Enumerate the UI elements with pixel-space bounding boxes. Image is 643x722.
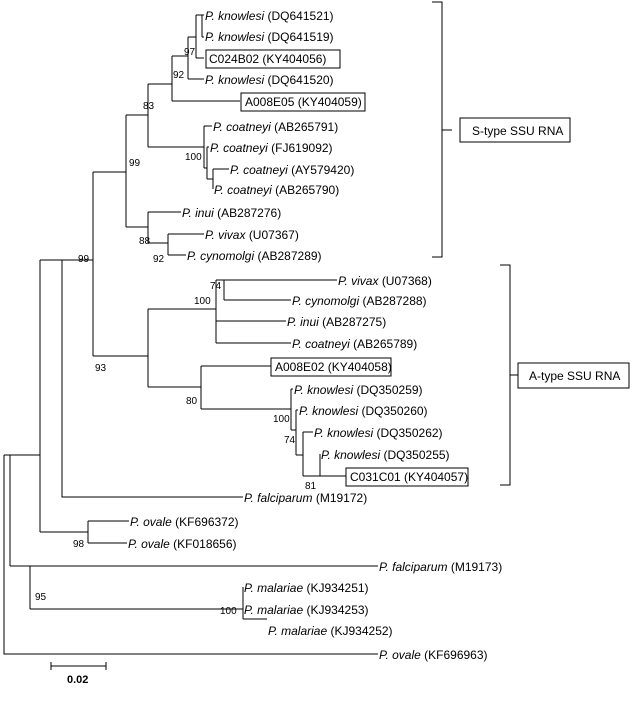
bootstrap-93: 93 bbox=[95, 363, 107, 374]
group-a-type: A-type SSU RNA bbox=[500, 264, 630, 486]
leaf-in1: P. inui (AB287276) bbox=[182, 206, 281, 220]
leaf-kn5: P. knowlesi (DQ350260) bbox=[299, 404, 428, 418]
bootstrap-100: 100 bbox=[185, 152, 202, 163]
leaf-vi1: P. vivax (U07367) bbox=[205, 228, 299, 242]
leaf-ma3: P. malariae (KJ934252) bbox=[268, 624, 393, 638]
bootstrap-80: 80 bbox=[186, 396, 198, 407]
scale-bar-line bbox=[50, 662, 107, 670]
leaf-co2: P. coatneyi (FJ619092) bbox=[210, 141, 333, 155]
label-box-s-type bbox=[459, 117, 571, 143]
bootstrap-74: 74 bbox=[210, 281, 222, 292]
leaf-fa1: P. falciparum (M19172) bbox=[244, 491, 367, 505]
box-a008e02 bbox=[270, 357, 392, 377]
branch-kn-pair bbox=[201, 14, 204, 38]
leaf-ma2: P. malariae (KJ934253) bbox=[244, 603, 369, 617]
leaf-co3: P. coatneyi (AY579420) bbox=[230, 163, 354, 177]
branch-node-98 bbox=[87, 520, 129, 544]
bracket-a-type bbox=[500, 264, 518, 486]
bootstrap-97: 97 bbox=[184, 47, 196, 58]
branch-node-a bbox=[4, 454, 40, 566]
branch-node-83 bbox=[147, 83, 204, 148]
bootstrap-83: 83 bbox=[143, 101, 155, 112]
leaf-c024b02: C024B02 (KY404056) bbox=[209, 52, 326, 66]
branch-node-100c bbox=[290, 388, 296, 431]
bootstrap-95: 95 bbox=[35, 592, 47, 603]
group-s-type: S-type SSU RNA bbox=[432, 1, 571, 258]
bootstrap-99: 99 bbox=[78, 254, 90, 265]
leaf-ov2: P. ovale (KF018656) bbox=[128, 537, 237, 551]
bootstrap-88: 88 bbox=[139, 236, 151, 247]
bootstrap-100: 100 bbox=[220, 606, 237, 617]
bootstrap-74: 74 bbox=[284, 435, 296, 446]
leaf-ov1: P. ovale (KF696372) bbox=[130, 515, 239, 529]
branch-c031 bbox=[319, 454, 346, 477]
leaf-kn3: P. knowlesi (DQ641520) bbox=[205, 73, 334, 87]
leaf-in2: P. inui (AB287275) bbox=[287, 315, 386, 329]
label-a-type: A-type SSU RNA bbox=[529, 369, 620, 383]
box-c024b02 bbox=[205, 49, 341, 69]
label-box-a-type bbox=[517, 362, 630, 389]
leaf-kn1: P. knowlesi (DQ641521) bbox=[205, 9, 334, 23]
leaf-a008e05: A008E05 (KY404059) bbox=[245, 95, 362, 109]
branch-node-100b bbox=[215, 297, 291, 344]
branch-node-b bbox=[39, 259, 88, 533]
branch-vivax-cyno bbox=[223, 279, 337, 301]
leaf-fa2: P. falciparum (M19173) bbox=[379, 560, 502, 574]
leaf-kn4: P. knowlesi (DQ350259) bbox=[294, 383, 423, 397]
scale-bar-label: 0.02 bbox=[67, 674, 88, 686]
branch-node-92b bbox=[167, 233, 204, 256]
leaf-ov3: P. ovale (KF696963) bbox=[379, 648, 488, 662]
leaf-co5: P. coatneyi (AB265789) bbox=[292, 337, 417, 351]
leaf-co1: P. coatneyi (AB265791) bbox=[213, 120, 338, 134]
branch-node-93 bbox=[147, 308, 216, 388]
scale-bar: 0.02 bbox=[50, 662, 107, 686]
bootstrap-100: 100 bbox=[273, 414, 290, 425]
branch-node-c bbox=[61, 259, 243, 498]
label-s-type: S-type SSU RNA bbox=[472, 124, 563, 138]
leaf-cy1: P. cynomolgi (AB287289) bbox=[187, 249, 322, 263]
leaf-vi2: P. vivax (U07368) bbox=[338, 274, 432, 288]
bootstrap-81: 81 bbox=[305, 481, 317, 492]
leaf-a008e02: A008E02 (KY404058) bbox=[275, 360, 392, 374]
bootstrap-92: 92 bbox=[173, 70, 185, 81]
branch-root bbox=[3, 455, 378, 655]
bootstrap-98: 98 bbox=[73, 539, 85, 550]
bootstrap-99: 99 bbox=[129, 158, 141, 169]
branch-node-d bbox=[92, 171, 148, 357]
branch-node-88 bbox=[147, 211, 181, 244]
tree-branches bbox=[3, 14, 378, 655]
branch-node-97 bbox=[187, 36, 204, 80]
bootstrap-values: 97 92 83 100 99 88 92 99 74 100 93 80 10… bbox=[35, 47, 317, 617]
leaf-kn2: P. knowlesi (DQ641519) bbox=[205, 30, 334, 44]
isolate-boxes bbox=[205, 49, 469, 487]
branch-node-92 bbox=[171, 55, 240, 102]
box-a008e05 bbox=[240, 92, 366, 112]
leaf-cy2: P. cynomolgi (AB287288) bbox=[292, 294, 427, 308]
leaf-ma1: P. malariae (KJ934251) bbox=[244, 581, 369, 595]
box-c031c01 bbox=[345, 467, 469, 487]
branch-c024 bbox=[195, 14, 204, 59]
branch-coatneyi bbox=[206, 146, 213, 180]
leaf-co4: P. coatneyi (AB265790) bbox=[214, 183, 339, 197]
branch-coatneyi-pair bbox=[212, 168, 229, 189]
leaf-kn6: P. knowlesi (DQ350262) bbox=[314, 426, 443, 440]
leaf-labels: P. knowlesi (DQ641521) P. knowlesi (DQ64… bbox=[128, 9, 502, 662]
branch-malariae bbox=[242, 587, 267, 620]
bootstrap-92: 92 bbox=[153, 254, 165, 265]
leaf-c031c01: C031C01 (KY404057) bbox=[350, 470, 468, 484]
branch-node-80 bbox=[200, 365, 291, 410]
branch-node-74a bbox=[215, 279, 286, 322]
branch-node-95 bbox=[10, 565, 31, 609]
branch-node-81 bbox=[302, 431, 320, 477]
leaf-kn7: P. knowlesi (DQ350255) bbox=[321, 448, 450, 462]
bracket-s-type bbox=[432, 1, 452, 258]
bootstrap-100: 100 bbox=[194, 296, 211, 307]
branch-s-root bbox=[125, 114, 148, 228]
branch-node-74b bbox=[295, 409, 303, 456]
